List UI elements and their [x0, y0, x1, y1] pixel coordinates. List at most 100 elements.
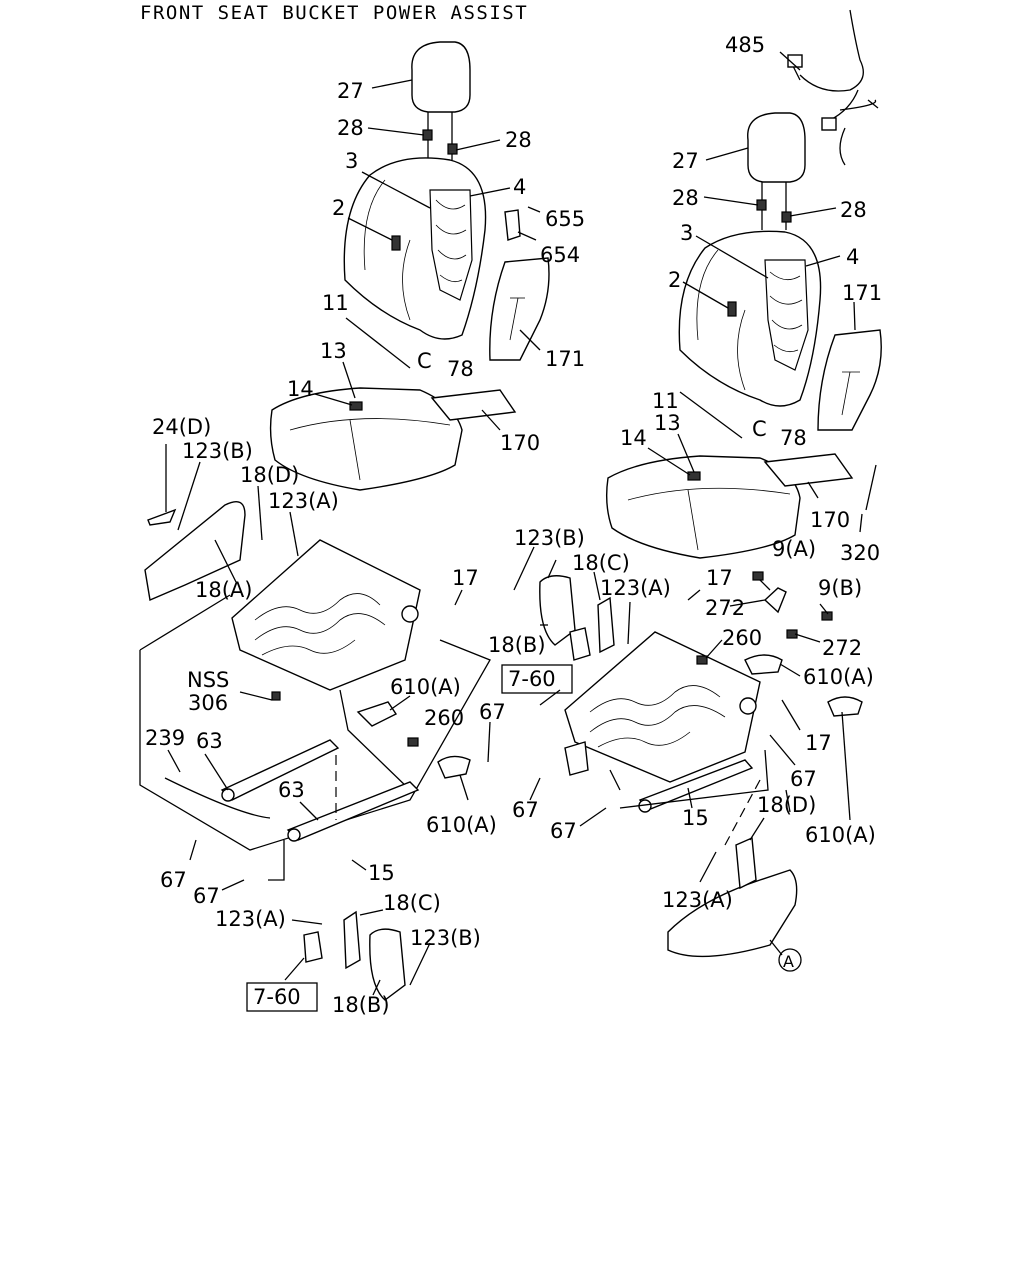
label-170-right: 170 — [810, 508, 850, 532]
label-170-left: 170 — [500, 431, 540, 455]
label-11-left: 11 — [322, 291, 349, 315]
label-4-left: 4 — [513, 175, 526, 199]
ref-circle-a — [778, 948, 802, 972]
left-tab-24d — [147, 508, 177, 526]
right-trim-610a-2 — [827, 696, 863, 717]
label-14-right: 14 — [620, 426, 647, 450]
right-seat-frame — [564, 631, 761, 813]
label-17-left: 17 — [452, 566, 479, 590]
label-28-left-a: 28 — [337, 116, 364, 140]
right-seat-cushion — [605, 455, 801, 559]
label-655-left: 655 — [545, 207, 585, 231]
label-239-left: 239 — [145, 726, 185, 750]
label-9b-right: 9(B) — [818, 576, 862, 600]
label-17-right-b: 17 — [805, 731, 832, 755]
label-123b-right: 123(B) — [514, 526, 585, 550]
label-3-right: 3 — [680, 221, 693, 245]
left-side-cover-18a — [144, 501, 246, 601]
label-272-right-a: 272 — [705, 596, 745, 620]
right-bolt-67-link — [619, 749, 769, 809]
label-260-left: 260 — [424, 706, 464, 730]
right-headrest — [747, 112, 806, 230]
right-pad-170 — [763, 453, 854, 487]
label-27-left: 27 — [337, 79, 364, 103]
label-13-right: 13 — [654, 411, 681, 435]
left-seat-back — [343, 157, 487, 340]
left-seat-cushion — [269, 387, 463, 491]
label-17-right: 17 — [706, 566, 733, 590]
right-wire-harness — [787, 9, 877, 166]
label-320-right: 320 — [840, 541, 880, 565]
left-headrest — [411, 41, 471, 160]
label-14-left: 14 — [287, 377, 314, 401]
right-buckle-7-60 — [569, 627, 591, 661]
left-rails — [164, 739, 420, 842]
label-78-left: 78 — [447, 357, 474, 381]
label-18d-left: 18(D) — [240, 463, 299, 487]
left-pad-170 — [430, 389, 517, 421]
label-123a-right: 123(A) — [600, 576, 671, 600]
label-13-left: 13 — [320, 339, 347, 363]
label-7-60-right: 7-60 — [508, 667, 556, 691]
label-2-right: 2 — [668, 268, 681, 292]
label-63-left-b: 63 — [278, 778, 305, 802]
left-trim-610a-1 — [356, 701, 398, 727]
right-bracket-18d — [735, 836, 757, 890]
right-leader-lines — [513, 51, 879, 956]
label-2-left: 2 — [332, 196, 345, 220]
label-272-right-b: 272 — [822, 636, 862, 660]
label-18d-right: 18(D) — [757, 793, 816, 817]
right-dashed-link — [724, 779, 761, 846]
label-18b-right: 18(B) — [488, 633, 546, 657]
label-67-left-c: 67 — [193, 884, 220, 908]
label-260-right: 260 — [722, 626, 762, 650]
label-24d-left: 24(D) — [152, 415, 211, 439]
label-67-left-b: 67 — [160, 868, 187, 892]
label-171-right: 171 — [842, 281, 882, 305]
left-bolt-306 — [271, 691, 281, 701]
label-485-right: 485 — [725, 33, 765, 57]
label-3-left: 3 — [345, 149, 358, 173]
left-buckle-7-60 — [303, 931, 323, 963]
right-clip-9a — [752, 571, 764, 581]
label-15-left: 15 — [368, 861, 395, 885]
label-9a-right: 9(A) — [772, 537, 816, 561]
label-18c-right: 18(C) — [572, 551, 630, 575]
label-123b-left-2: 123(B) — [410, 926, 481, 950]
label-610a-right-1: 610(A) — [803, 665, 874, 689]
label-27-right: 27 — [672, 149, 699, 173]
right-rod-320 — [865, 464, 877, 511]
label-610a-left-1: 610(A) — [390, 675, 461, 699]
label-123b-left: 123(B) — [182, 439, 253, 463]
label-171-left: 171 — [545, 347, 585, 371]
label-123a-left: 123(A) — [268, 489, 339, 513]
label-nss-left: NSS — [187, 668, 229, 692]
label-67-right-c: 67 — [550, 819, 577, 843]
label-610a-right-2: 610(A) — [805, 823, 876, 847]
label-78-right: 78 — [780, 426, 807, 450]
diagram-title: FRONT SEAT BUCKET POWER ASSIST — [140, 2, 529, 24]
label-610a-left-2: 610(A) — [426, 813, 497, 837]
label-c-left: C — [417, 349, 432, 373]
box-7-60-right — [501, 664, 573, 694]
label-123a-right-2: 123(A) — [662, 888, 733, 912]
right-back-panel — [817, 329, 882, 431]
left-leader-lines — [165, 79, 541, 996]
left-back-panel — [489, 257, 550, 361]
right-seat-back — [678, 230, 822, 407]
label-7-60-left: 7-60 — [253, 985, 301, 1009]
label-28-right-b: 28 — [840, 198, 867, 222]
label-67-right-b: 67 — [512, 798, 539, 822]
right-bracket-18c — [597, 596, 615, 654]
left-clip-260 — [407, 737, 419, 747]
box-7-60-left — [246, 982, 318, 1012]
label-c-right: C — [752, 417, 767, 441]
right-trim-272 — [763, 587, 787, 614]
left-seat-frame — [231, 539, 421, 691]
label-4-right: 4 — [846, 245, 859, 269]
label-11-right: 11 — [652, 389, 679, 413]
label-67-right-a: 67 — [790, 767, 817, 791]
label-123a-left-2: 123(A) — [215, 907, 286, 931]
right-clip-260 — [696, 655, 708, 665]
